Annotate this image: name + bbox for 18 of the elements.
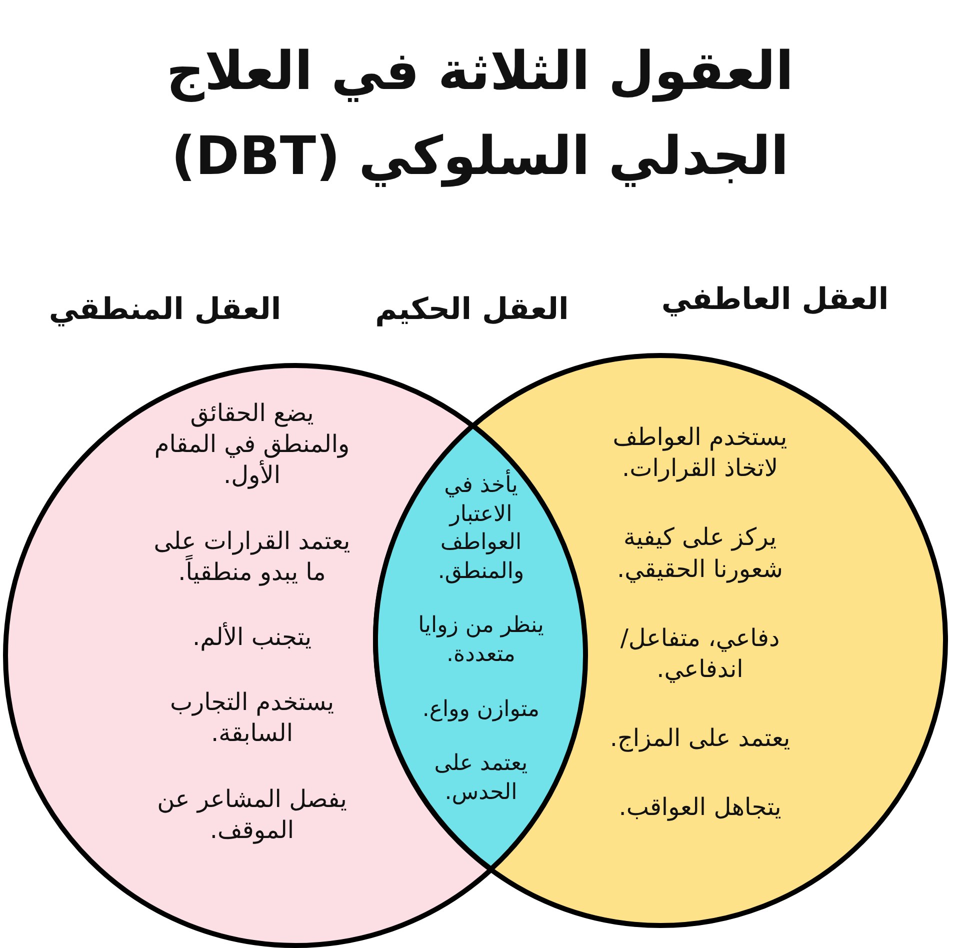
trait-text: يستخدم العواطف لاتخاذ القرارات. (612, 422, 788, 484)
trait-text: دفاعي، متفاعل/ اندفاعي. (619, 622, 781, 685)
trait-text: يفصل المشاعر عن الموقف. (156, 784, 348, 846)
trait-text: يتجنب الألم. (192, 622, 312, 653)
trait-text: يعتمد القرارات على ما يبدو منطقياً. (152, 526, 352, 588)
trait-text: يركز على كيفية شعورنا الحقيقي. (616, 522, 784, 585)
trait-text: يعتمد على المزاج. (610, 723, 790, 754)
section-heading: العقل المنطقي (48, 291, 282, 329)
section-heading: العقل العاطفي (661, 281, 889, 319)
section-heading: العقل الحكيم (375, 291, 569, 329)
trait-text: يستخدم التجارب السابقة. (168, 687, 336, 750)
title: العقول الثلاثة في العلاج الجدلي السلوكي (DBT) (165, 40, 795, 189)
trait-text: يأخذ في الاعتبار العواطف والمنطق. (413, 472, 549, 586)
trait-text: يعتمد على الحدس. (433, 750, 529, 807)
trait-text: يضع الحقائق والمنطق في المقام الأول. (153, 398, 351, 492)
trait-text: متوازن وواع. (422, 696, 540, 724)
trait-text: يتجاهل العواقب. (618, 792, 782, 824)
trait-text: ينظر من زوايا متعددة. (417, 612, 545, 669)
